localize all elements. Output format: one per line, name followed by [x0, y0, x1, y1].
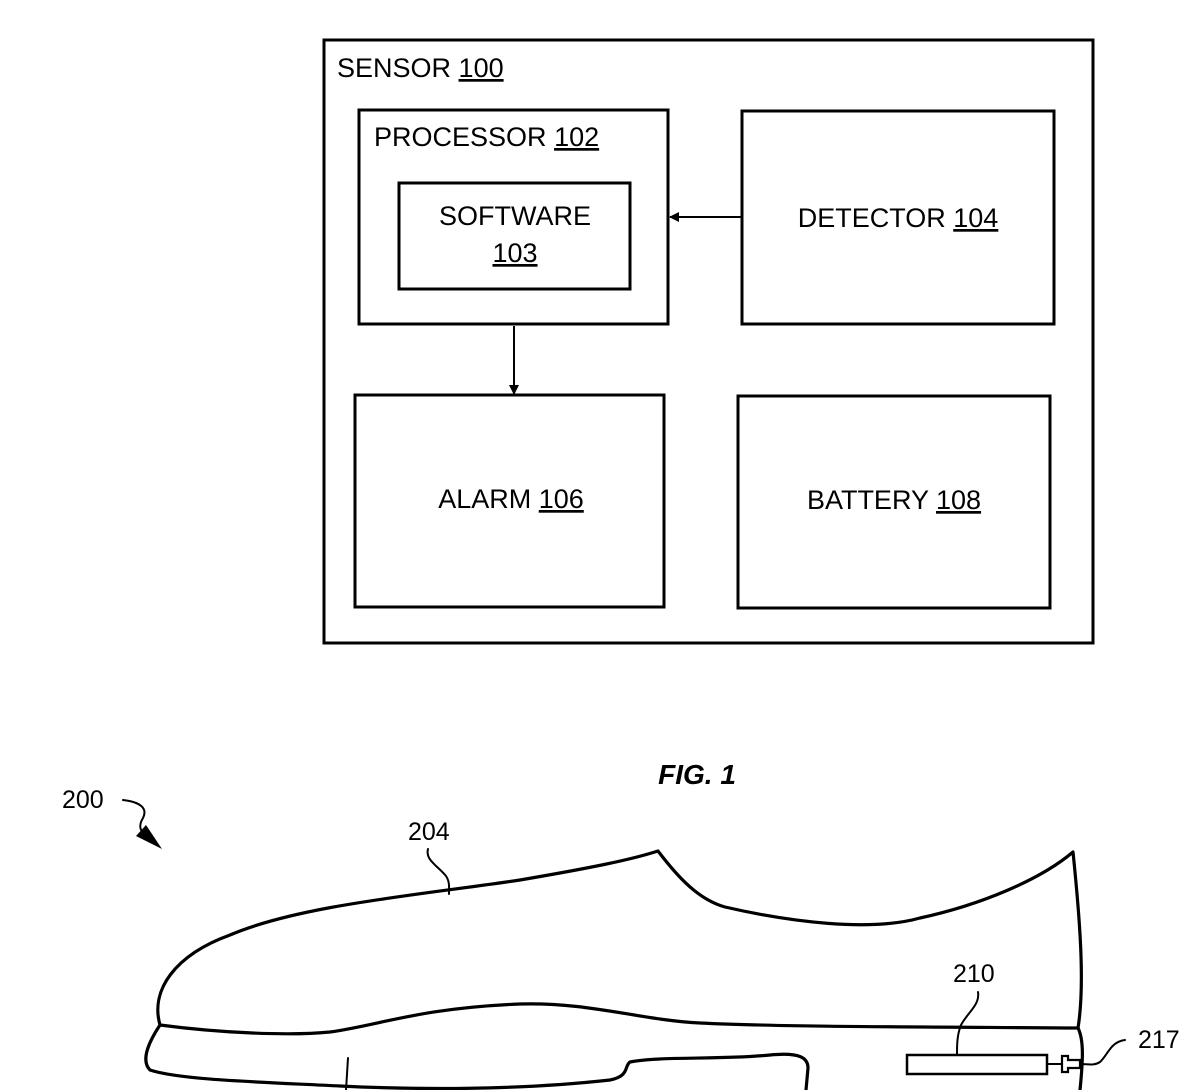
ref-210-label: 210 [953, 960, 995, 988]
sensor-box [322, 38, 1095, 645]
sensor-component-210 [905, 1053, 1049, 1076]
battery-box [736, 394, 1052, 610]
shoe-heel-edge [1076, 1026, 1084, 1090]
shoe-sole-outline [144, 1023, 810, 1090]
detector-label: DETECTOR 104 [798, 203, 999, 233]
sensor-label: SENSOR 100 [337, 53, 504, 83]
ref-217-label: 217 [1138, 1026, 1180, 1054]
shoe-welt-line [158, 1002, 1080, 1036]
ref-204-leader [426, 848, 451, 895]
ref-210-leader [956, 991, 980, 1056]
sole-leader-line [345, 1057, 349, 1090]
ref-200-arrowhead [136, 825, 162, 849]
ref-204-label: 204 [408, 818, 450, 846]
connector-217 [1060, 1054, 1082, 1074]
processor-box [357, 108, 670, 326]
software-box [397, 181, 632, 291]
software-ref: 103 [492, 238, 537, 268]
figure-1: SENSOR 100 PROCESSOR 102 SOFTWARE 103 DE… [322, 38, 1095, 790]
ref-200-label: 200 [62, 786, 104, 814]
software-label: SOFTWARE [439, 201, 591, 231]
ref-217-leader [1079, 1039, 1126, 1066]
processor-label: PROCESSOR 102 [374, 122, 599, 152]
battery-label: BATTERY 108 [807, 485, 981, 515]
figure-1-caption: FIG. 1 [658, 759, 736, 790]
shoe-upper-outline [156, 849, 1083, 1030]
alarm-box [353, 393, 666, 609]
figure-2: 200 204 210 217 [62, 786, 1180, 1090]
alarm-label: ALARM 106 [438, 484, 584, 514]
